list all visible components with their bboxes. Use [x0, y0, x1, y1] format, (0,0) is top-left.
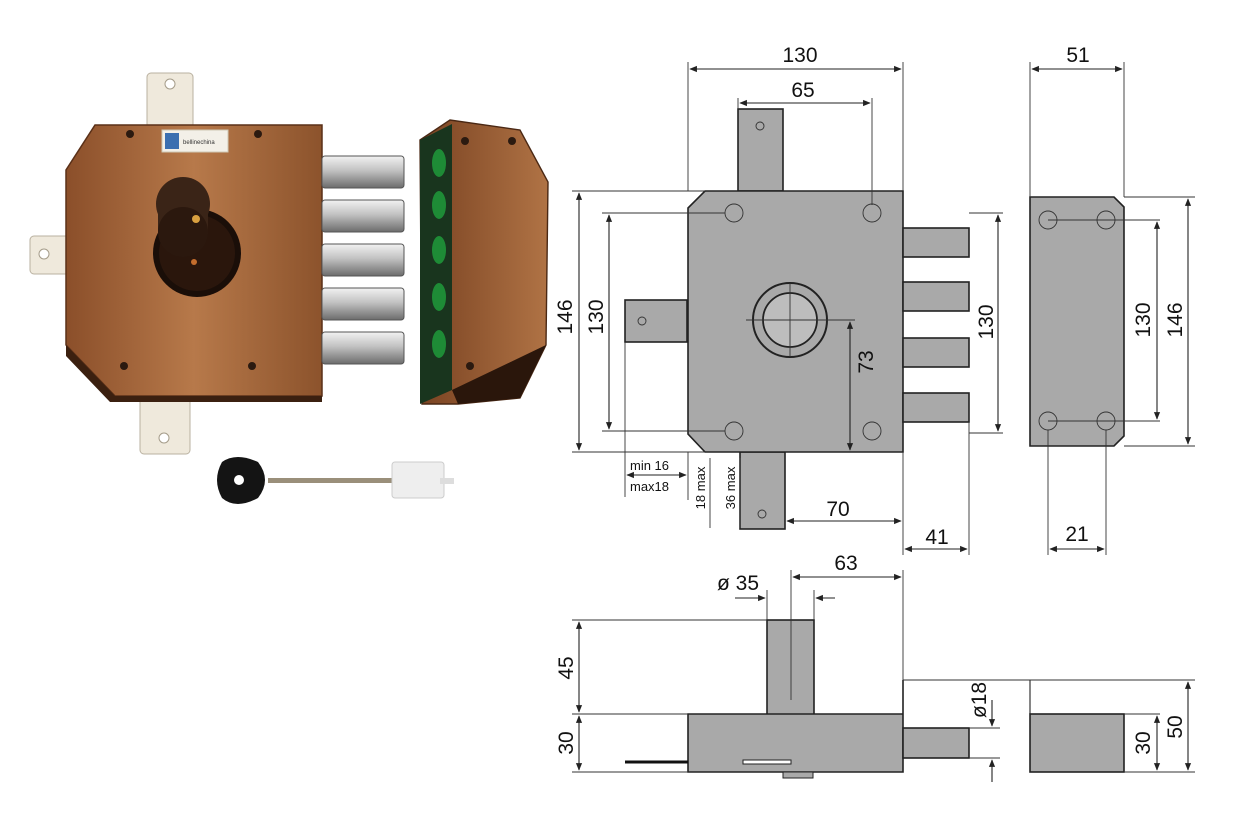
dim-bolt-diameter: ø18	[968, 682, 991, 718]
side-lever	[624, 299, 688, 343]
dim-keeper-hole-inset: 21	[1065, 523, 1088, 546]
dim-cylinder-projection: 45	[555, 656, 578, 679]
bolt-outlines	[902, 227, 970, 423]
case-screw	[248, 362, 256, 370]
case-screw	[120, 362, 128, 370]
brand-logo-text: bellinechina	[183, 140, 215, 146]
front-view	[624, 108, 970, 530]
dim-bolt-span: 130	[975, 304, 998, 339]
dim-case-depth: 30	[555, 731, 578, 754]
dim-keeper-height: 146	[1164, 302, 1187, 337]
lock-case-bottom-edge	[66, 345, 322, 402]
dim-lever-offset: 65	[791, 79, 814, 102]
dim-keeper-side-height: 50	[1164, 715, 1187, 738]
top-lever	[737, 108, 784, 192]
dim-overall-height: 146	[554, 299, 577, 334]
dim-keeper-depth: 30	[1132, 731, 1155, 754]
case-screw	[126, 130, 134, 138]
lock-photo: bellinechina	[29, 72, 549, 504]
keeper-photo	[419, 119, 549, 405]
dim-backset-min: min 16	[630, 458, 669, 473]
dim-hole-spacing: 130	[585, 299, 608, 334]
dim-backset-max: max18	[630, 479, 669, 494]
dim-plate-max: 36 max	[723, 466, 738, 509]
top-mounting-plate	[146, 72, 194, 129]
keeper-view	[1029, 196, 1160, 447]
lock-cylinder	[153, 177, 241, 297]
dim-keeper-width: 51	[1066, 44, 1089, 67]
dim-cylinder-height: 73	[855, 350, 878, 373]
dim-bolt-throw-max: 18 max	[693, 466, 708, 509]
dim-bolt-projection: 41	[925, 526, 948, 549]
keeper-dimensions	[1029, 62, 1195, 555]
lock-bolts	[321, 155, 405, 365]
bottom-dimensions	[572, 570, 1195, 782]
bottom-lever	[739, 451, 786, 530]
dimension-labels: 130 65 146 130 73 130 min 16 max18 18 ma…	[554, 44, 1187, 755]
cylinder-outline	[746, 282, 855, 358]
dim-front-width: 130	[782, 44, 817, 67]
side-mounting-plate	[29, 235, 71, 275]
key	[217, 457, 454, 504]
brand-logo: bellinechina	[161, 129, 229, 153]
front-dimensions	[572, 62, 1003, 555]
dim-keeper-hole-spacing: 130	[1132, 302, 1155, 337]
dim-cylinder-diameter: ø 35	[717, 572, 759, 595]
case-screw	[254, 130, 262, 138]
dim-bottom-lever-offset: 70	[826, 498, 849, 521]
bottom-view	[625, 619, 1125, 779]
dim-cylinder-offset: 63	[834, 552, 857, 575]
